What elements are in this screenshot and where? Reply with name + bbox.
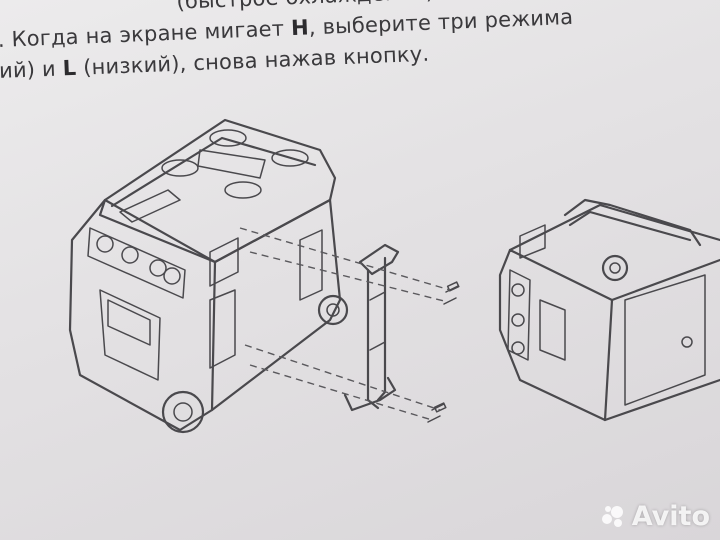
trolley-handle-drawing [239,227,460,423]
cooler-right-drawing [498,198,720,422]
avito-watermark: Avito [600,501,710,532]
avito-dots-logo-icon [601,505,623,527]
cooler-left-drawing [68,118,349,434]
avito-brand-text: Avito [631,501,710,532]
